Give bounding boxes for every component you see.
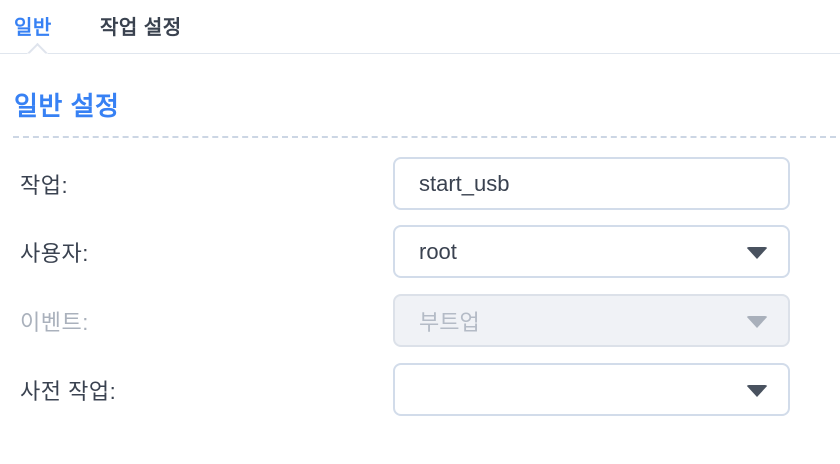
- task-name-input[interactable]: [393, 157, 790, 210]
- event-select-value: 부트업: [419, 309, 480, 335]
- tab-task-settings[interactable]: 작업 설정: [100, 17, 182, 39]
- event-label: 이벤트:: [20, 309, 89, 335]
- section-divider: [13, 136, 836, 138]
- pretask-select[interactable]: [393, 363, 790, 416]
- event-select: 부트업: [393, 294, 790, 347]
- pretask-label: 사전 작업:: [20, 378, 117, 404]
- tab-underline: [0, 53, 840, 54]
- user-select-value: root: [419, 238, 457, 264]
- section-title-general-settings: 일반 설정: [14, 91, 120, 121]
- active-tab-notch: [26, 42, 49, 65]
- caret-down-icon: [746, 246, 768, 259]
- user-label: 사용자:: [20, 240, 89, 266]
- task-label: 작업:: [20, 172, 69, 198]
- user-select[interactable]: root: [393, 225, 790, 278]
- tab-general[interactable]: 일반: [14, 17, 52, 39]
- caret-down-icon: [746, 315, 768, 328]
- caret-down-icon: [746, 384, 768, 397]
